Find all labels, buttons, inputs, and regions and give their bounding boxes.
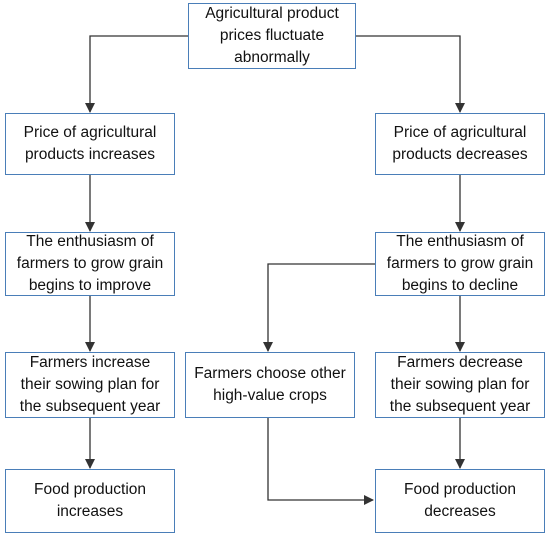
node-food-decrease: Food production decreases [375, 469, 545, 533]
node-price-increase: Price of agricultural products increases [5, 113, 175, 175]
node-price-fluctuation: Agricultural product prices fluctuate ab… [188, 3, 356, 69]
node-food-increase-label: Food production increases [33, 481, 147, 520]
node-enthusiasm-decline-label: The enthusiasm of farmers to grow grain … [386, 233, 534, 294]
node-sowing-increase-label: Farmers increase their sowing plan for t… [19, 354, 161, 415]
arrow-root-to-price-decrease [356, 35, 465, 113]
node-price-fluctuation-label: Agricultural product prices fluctuate ab… [205, 5, 339, 66]
node-price-decrease-label: Price of agricultural products decreases [392, 124, 528, 163]
node-price-decrease: Price of agricultural products decreases [375, 113, 545, 175]
node-sowing-decrease-label: Farmers decrease their sowing plan for t… [389, 354, 531, 415]
node-price-increase-label: Price of agricultural products increases [23, 124, 157, 163]
arrow-root-to-price-increase [85, 35, 188, 113]
node-enthusiasm-improve-label: The enthusiasm of farmers to grow grain … [16, 233, 164, 294]
arrow-enthusiasm-decline-to-other-crops [263, 263, 375, 352]
node-other-crops: Farmers choose other high-value crops [185, 352, 355, 418]
node-sowing-increase: Farmers increase their sowing plan for t… [5, 352, 175, 418]
node-enthusiasm-improve: The enthusiasm of farmers to grow grain … [5, 232, 175, 296]
node-food-decrease-label: Food production decreases [403, 481, 517, 520]
node-other-crops-label: Farmers choose other high-value crops [194, 365, 346, 404]
node-enthusiasm-decline: The enthusiasm of farmers to grow grain … [375, 232, 545, 296]
node-food-increase: Food production increases [5, 469, 175, 533]
arrow-other-crops-to-food-decrease [267, 418, 374, 505]
node-sowing-decrease: Farmers decrease their sowing plan for t… [375, 352, 545, 418]
